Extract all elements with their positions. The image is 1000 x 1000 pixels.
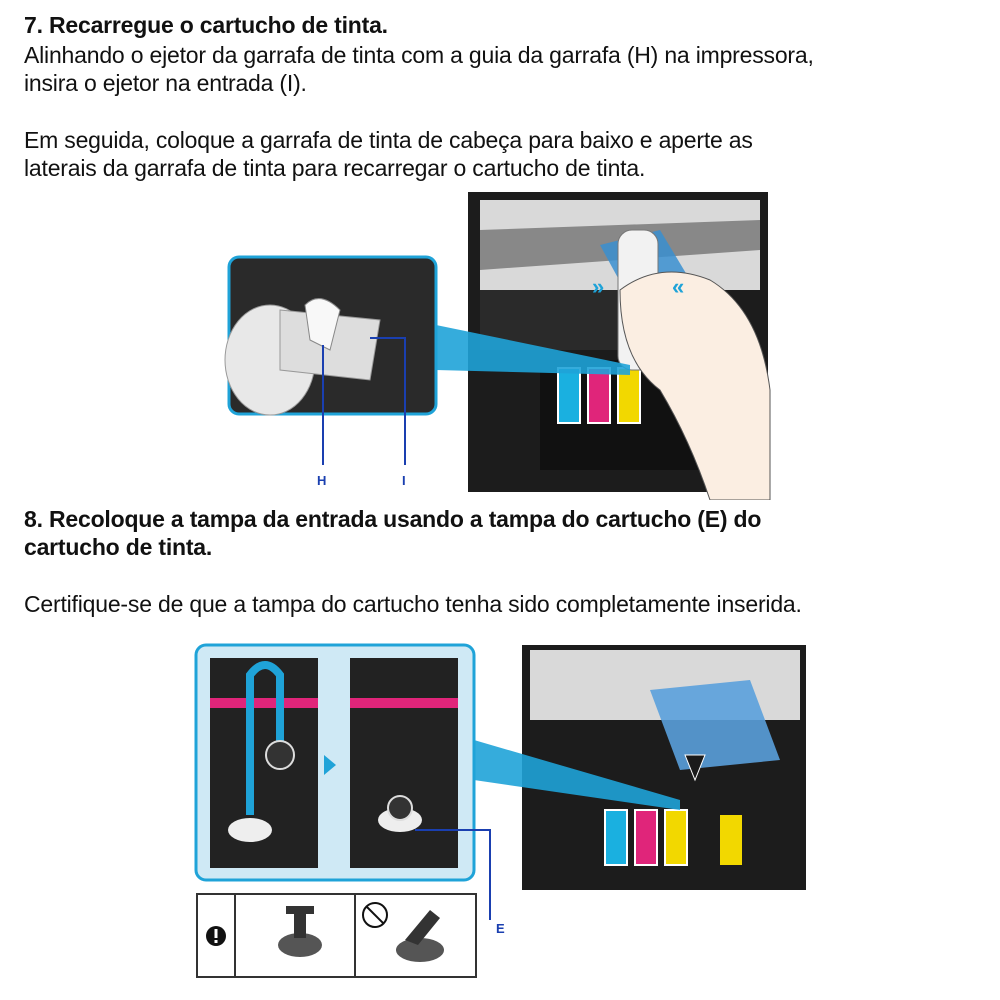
step8-illustration [194, 643, 806, 978]
svg-text:»: » [592, 274, 604, 299]
label-h: H [317, 473, 327, 488]
step7-paragraph-line: Em seguida, coloque a garrafa de tinta d… [24, 127, 753, 153]
step8-heading: 8. Recoloque a tampa da entrada usando a… [24, 506, 762, 532]
step8-heading: cartucho de tinta. [24, 534, 213, 560]
step8-paragraph: Certifique-se de que a tampa do cartucho… [24, 591, 802, 617]
step7-heading: 7. Recarregue o cartucho de tinta. [24, 12, 388, 38]
svg-text:«: « [672, 274, 684, 299]
step7-paragraph-line: laterais da garrafa de tinta para recarr… [24, 155, 646, 181]
label-i: I [402, 473, 406, 488]
label-e: E [496, 921, 505, 936]
step7-paragraph-line: insira o ejetor na entrada (I). [24, 70, 307, 96]
step7-illustration: » « [224, 192, 771, 500]
step7-paragraph-line: Alinhando o ejetor da garrafa de tinta c… [24, 42, 814, 68]
